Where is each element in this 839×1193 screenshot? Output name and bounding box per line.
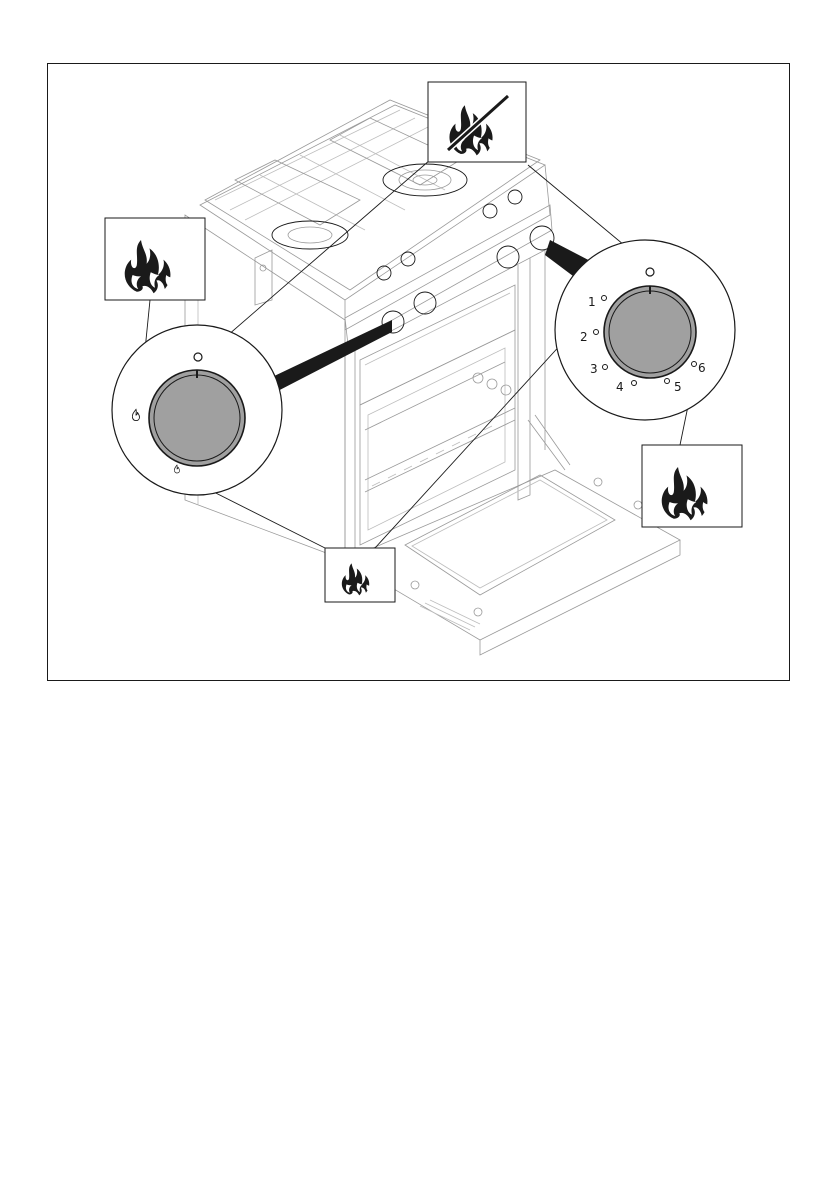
left-knob-detail <box>112 325 282 495</box>
left-knob <box>149 370 245 466</box>
callout-large-flame-left <box>105 218 205 300</box>
scale-label-1: 1 <box>588 295 596 309</box>
scale-label-6: 6 <box>698 361 706 375</box>
callout-gas-off <box>428 82 526 162</box>
left-off-dot <box>194 353 202 361</box>
right-off-dot <box>646 268 654 276</box>
right-knob-detail: 1 2 3 4 5 6 <box>555 240 735 420</box>
callout-small-flame <box>325 548 395 602</box>
scale-label-5: 5 <box>674 380 682 394</box>
left-zoom-wedge <box>270 320 392 395</box>
scale-label-3: 3 <box>590 362 598 376</box>
scale-label-4: 4 <box>616 380 624 394</box>
right-knob <box>604 286 696 378</box>
scale-label-2: 2 <box>580 330 588 344</box>
callout-large-flame-right <box>642 445 742 527</box>
